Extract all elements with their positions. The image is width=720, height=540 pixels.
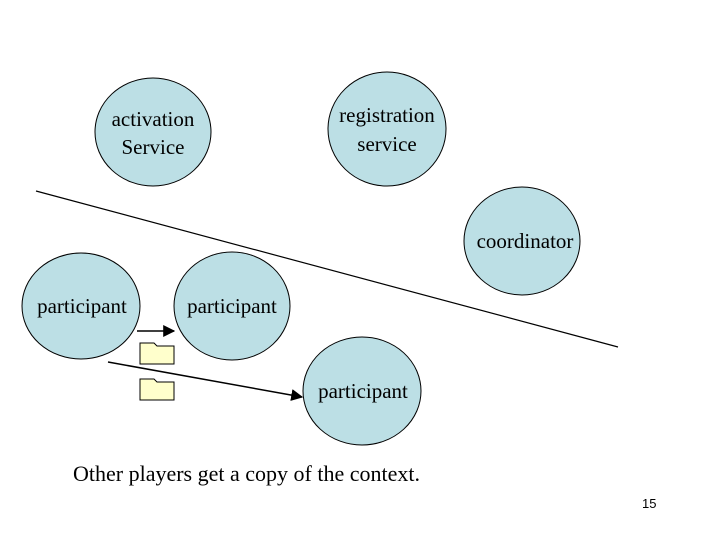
registration-service-label-line1: registration xyxy=(339,103,435,127)
activation-service-label-line2: Service xyxy=(122,135,185,159)
arrow-icon xyxy=(107,361,304,401)
activation-service-node[interactable]: activation Service xyxy=(94,77,212,187)
participant-center-ellipse xyxy=(173,251,291,361)
participant-center-node[interactable]: participant xyxy=(173,251,291,361)
participant-bottom-node[interactable]: participant xyxy=(302,336,422,446)
activation-service-ellipse xyxy=(94,77,212,187)
page-number: 15 xyxy=(642,496,657,511)
caption-text: Other players get a copy of the context. xyxy=(73,461,420,486)
coordinator-node[interactable]: coordinator xyxy=(463,186,581,296)
registration-service-node[interactable]: registration service xyxy=(327,71,447,187)
participant-left-ellipse xyxy=(21,252,141,360)
folder-icon xyxy=(139,342,175,365)
activation-service-label-line1: activation xyxy=(112,107,195,131)
coordinator-label: coordinator xyxy=(477,229,574,253)
registration-service-label-line2: service xyxy=(357,132,416,156)
registration-service-ellipse xyxy=(327,71,447,187)
participant-left-node[interactable]: participant xyxy=(21,252,141,360)
divider-line xyxy=(35,190,619,348)
folder-icon xyxy=(139,378,175,401)
coordinator-ellipse xyxy=(463,186,581,296)
participant-bottom-label: participant xyxy=(318,379,408,403)
participant-left-label: participant xyxy=(37,294,127,318)
participant-center-label: participant xyxy=(187,294,277,318)
